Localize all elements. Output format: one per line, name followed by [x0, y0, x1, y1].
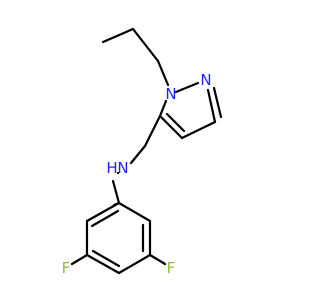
atom-f1-label: F [62, 259, 71, 277]
bond-ring-6 [117, 201, 152, 223]
bond-c-f2 [148, 253, 167, 266]
bond-ring-3 [85, 253, 121, 275]
atom-amine-label: N [117, 159, 128, 177]
bond-c3-c4 [180, 120, 217, 140]
atom-n1-label: N [165, 85, 176, 103]
structure-svg: N N H N F F [62, 27, 223, 277]
atom-n2-label: N [200, 71, 211, 89]
bond-ch2-amine [129, 144, 147, 165]
bond-n1-n2 [174, 81, 200, 94]
bond-c5-ch2 [143, 114, 162, 148]
atom-amine-h-label: H [106, 159, 117, 177]
bond-c-f1 [70, 253, 89, 266]
bond-ring-3-double [91, 249, 121, 268]
bond-c5-n1 [158, 99, 168, 118]
molecule-diagram: N N H N F F [62, 27, 223, 277]
bond-c4-c5-double [165, 112, 186, 133]
atom-f2-label: F [167, 259, 176, 277]
bond-propyl-1 [101, 27, 135, 44]
bond-n2-c3-double [212, 86, 223, 119]
bond-propyl-2 [131, 27, 160, 63]
bond-c4-c5 [158, 114, 184, 140]
bond-ring-1 [85, 201, 121, 223]
bond-propyl-3 [156, 59, 170, 87]
bond-n2-c3 [206, 88, 217, 124]
bond-amine-benzyl [111, 179, 121, 205]
bond-ring-4 [117, 253, 152, 275]
bond-ring-1-double [90, 209, 120, 228]
